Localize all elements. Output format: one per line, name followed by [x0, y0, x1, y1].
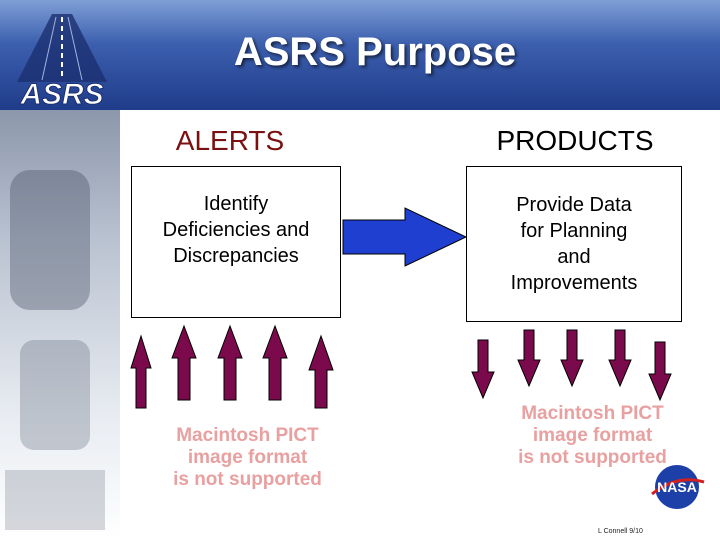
pict-line: image format: [532, 424, 653, 446]
logo-text: ASRS: [19, 78, 103, 110]
alerts-box-line: Deficiencies and: [162, 219, 310, 241]
pict-line: Macintosh PICT: [176, 425, 319, 446]
alerts-heading: ALERTS: [175, 125, 285, 156]
up-arrow-icon: [130, 334, 152, 409]
side-photo-panel: [0, 110, 120, 540]
products-box: Provide Data for Planning and Improvemen…: [466, 166, 682, 322]
pict-line: is not supported: [173, 468, 322, 490]
title-banner: [0, 0, 720, 110]
down-arrow-icon: [517, 329, 541, 388]
up-arrow-icon: [217, 324, 243, 401]
down-arrow-icon: [608, 329, 632, 388]
down-arrow-icon: [471, 339, 495, 400]
pict-placeholder-right: Macintosh PICT image format is not suppo…: [495, 403, 690, 469]
asrs-logo: ASRS: [17, 14, 107, 110]
photo-shape: [10, 170, 90, 310]
photo-shape: [20, 340, 90, 450]
up-arrow-icon: [262, 324, 288, 401]
photo-shape: [5, 470, 105, 530]
footer-credit: L Connell 9/10: [598, 528, 643, 535]
nasa-logo-text: NASA: [657, 479, 697, 495]
products-heading: PRODUCTS: [496, 125, 654, 156]
slide-title: ASRS Purpose: [233, 30, 517, 74]
products-box-line: Provide Data: [516, 194, 632, 216]
pict-line: is not supported: [518, 446, 667, 468]
alerts-box-line: Discrepancies: [173, 245, 299, 267]
nasa-logo: NASA: [651, 465, 705, 509]
pict-line: image format: [187, 446, 308, 468]
up-arrow-icon: [308, 334, 334, 409]
products-box-line: for Planning: [520, 220, 628, 242]
products-box-line: and: [557, 246, 591, 268]
right-arrow-icon: [342, 207, 468, 267]
alerts-box-line: Identify: [203, 193, 269, 215]
pict-placeholder-left: Macintosh PICT image format is not suppo…: [150, 425, 345, 491]
up-arrow-icon: [171, 324, 197, 401]
pict-line: Macintosh PICT: [521, 403, 664, 424]
down-arrow-icon: [560, 329, 584, 388]
down-arrow-icon: [648, 341, 672, 402]
alerts-box: Identify Deficiencies and Discrepancies: [131, 166, 341, 318]
products-box-line: Improvements: [510, 272, 638, 294]
